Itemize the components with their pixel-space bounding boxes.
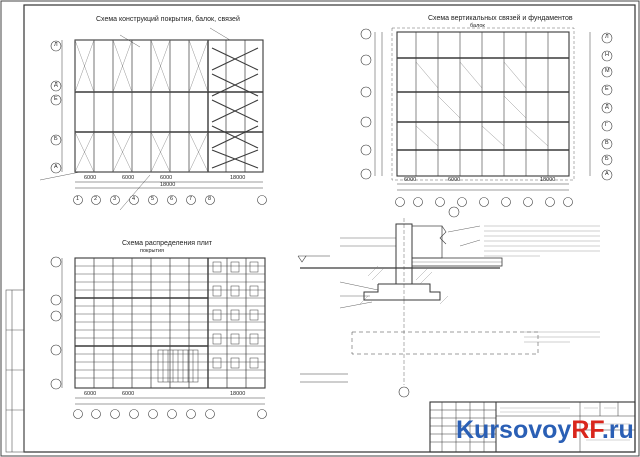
axis-col-label: 6 xyxy=(170,196,174,202)
axis-row-label: Е xyxy=(605,86,609,92)
plan-slab-layout xyxy=(61,257,266,405)
plan-slab-title: Схема распределения плит xyxy=(122,240,212,247)
watermark-text-part1: Kursovoy xyxy=(456,416,572,444)
plan-vertical-bracing-subtitle: балок xyxy=(470,23,485,29)
foundation-section-detail xyxy=(297,206,600,398)
axis-col-label: 2 xyxy=(94,196,98,202)
axis-row-label: Л xyxy=(605,34,609,40)
dimension-label: 6000 xyxy=(122,391,135,397)
axis-row-label: Б xyxy=(54,136,58,142)
axis-row-label: А xyxy=(605,171,609,177)
dimension-total-label: 18000 xyxy=(540,177,556,183)
plan-vertical-bracing-title: Схема вертикальных связей и фундаментов xyxy=(428,15,573,22)
axis-row-label: М xyxy=(605,68,610,74)
title-block xyxy=(429,401,636,453)
axis-row-label: В xyxy=(605,140,609,146)
watermark-text-part2: RF xyxy=(571,416,602,444)
axis-col-label: 4 xyxy=(132,196,136,202)
axis-row-label: А xyxy=(54,164,58,170)
plan-slab-axis-bubbles xyxy=(50,256,267,419)
binding-strip xyxy=(5,289,25,453)
watermark-text-part3: .ru xyxy=(601,416,634,444)
axis-col-label: 1 xyxy=(76,196,80,202)
axis-col-label: 7 xyxy=(189,196,193,202)
axis-row-label: Б xyxy=(605,156,609,162)
axis-col-label: 3 xyxy=(113,196,117,202)
dimension-label: 6000 xyxy=(84,175,97,181)
axis-row-label: Д xyxy=(54,82,58,88)
axis-row-label: Д xyxy=(605,104,609,110)
plan-roof-axis-bubbles xyxy=(50,40,267,205)
dimension-label: 6000 xyxy=(122,175,135,181)
axis-row-label: Н xyxy=(605,52,609,58)
sheet-inner-frame xyxy=(23,4,636,453)
dimension-label: 6000 xyxy=(84,391,97,397)
plan-vertical-bracing-axis-bubbles xyxy=(360,28,613,207)
dimension-total-label: 18000 xyxy=(160,182,176,188)
plan-vertical-bracing xyxy=(374,27,591,191)
axis-row-label: Е xyxy=(54,96,58,102)
axis-row-label: Г xyxy=(605,122,608,128)
axis-row-label: Л xyxy=(54,42,58,48)
dimension-label: 6000 xyxy=(160,175,173,181)
axis-col-label: 5 xyxy=(151,196,155,202)
plan-roof-structures xyxy=(39,27,264,211)
dimension-total-label: 18000 xyxy=(230,175,246,181)
axis-col-label: 8 xyxy=(208,196,212,202)
dimension-label: 6000 xyxy=(448,177,461,183)
plan-slab-subtitle: покрытия xyxy=(140,248,165,254)
dimension-total-label: 18000 xyxy=(230,391,246,397)
plan-roof-structures-title: Схема конструкций покрытия, балок, связе… xyxy=(96,16,240,23)
dimension-label: 6000 xyxy=(404,177,417,183)
site-watermark: KursovoyRF.ru xyxy=(456,418,634,443)
